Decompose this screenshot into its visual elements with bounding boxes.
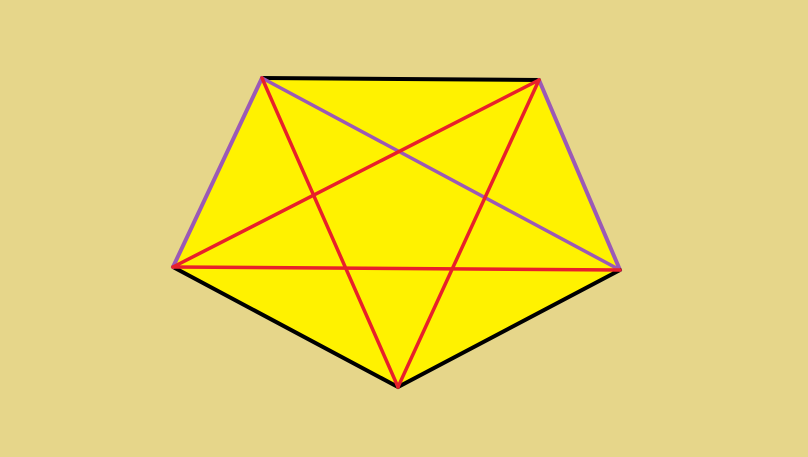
edge-top-left-to-top-right xyxy=(260,76,541,82)
pentagon-edges xyxy=(171,76,622,389)
diagonal-top-left-to-right xyxy=(260,76,622,272)
pentagram-diagonals xyxy=(171,76,622,389)
diagonal-top-left-to-bottom xyxy=(260,76,400,389)
diagonal-top-right-to-bottom xyxy=(396,78,541,389)
edge-bottom-to-left xyxy=(171,265,400,389)
diagonal-left-to-right xyxy=(171,265,622,272)
pentagon-fill xyxy=(173,78,620,387)
edge-top-right-to-right xyxy=(537,78,622,272)
diagonal-top-right-to-left xyxy=(171,78,541,269)
edge-left-to-top-left xyxy=(171,76,264,269)
edge-right-to-bottom xyxy=(396,268,622,389)
